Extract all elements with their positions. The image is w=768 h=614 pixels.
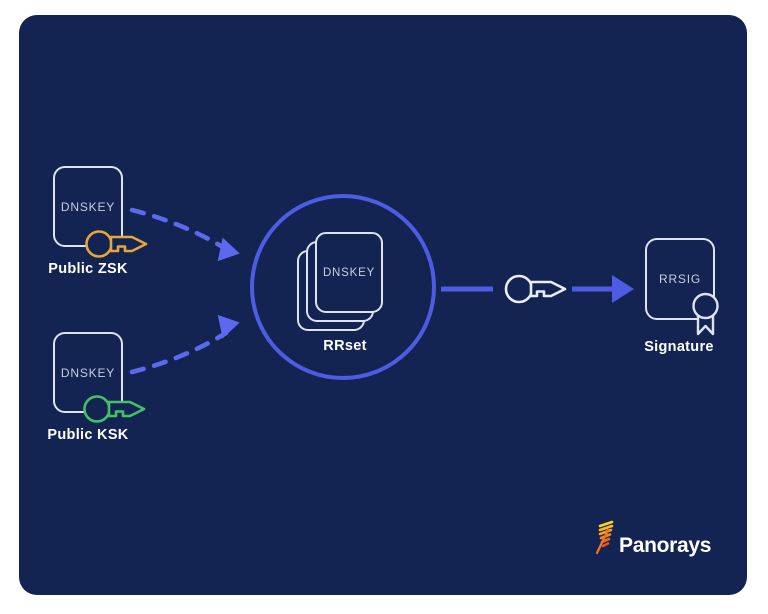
panorays-wordmark: Panorays: [619, 534, 712, 557]
rrset-sheet-front: DNSKEY: [315, 232, 383, 313]
signature-caption: Signature: [644, 339, 714, 355]
public-ksk-caption: Public KSK: [47, 427, 129, 443]
public-zsk-doc: DNSKEY: [53, 166, 123, 247]
rrsig-doc-label: RRSIG: [658, 272, 701, 286]
public-ksk-doc-label: DNSKEY: [60, 365, 116, 380]
rrsig-doc: RRSIG: [645, 238, 715, 320]
rrset-circle: [250, 194, 436, 380]
public-zsk-doc-label: DNSKEY: [60, 199, 116, 214]
rrset-caption: RRset: [323, 338, 367, 354]
rrset-doc-label: DNSKEY: [322, 266, 376, 279]
public-zsk-caption: Public ZSK: [48, 261, 128, 277]
public-ksk-doc: DNSKEY: [53, 332, 123, 413]
